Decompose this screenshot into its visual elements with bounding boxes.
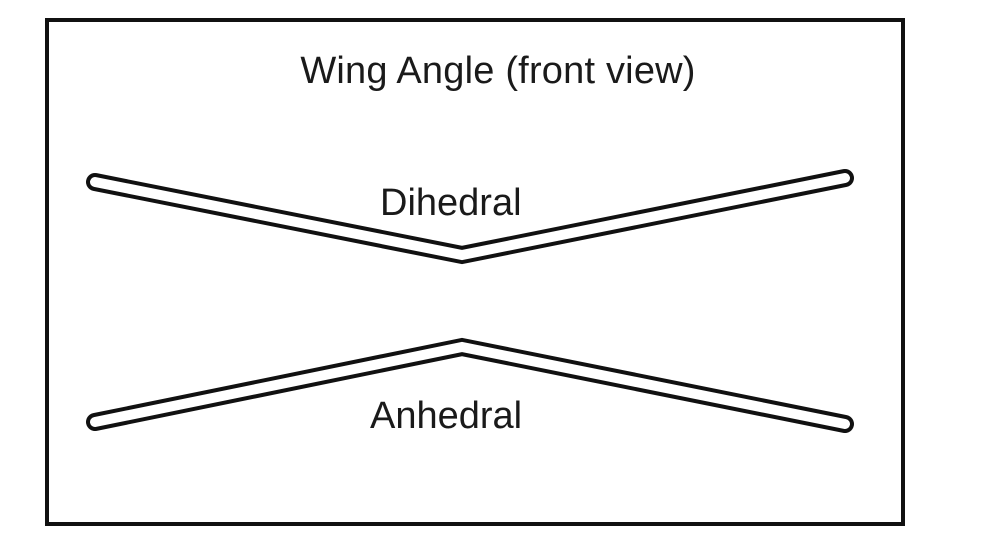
anhedral-wing-fill bbox=[90, 341, 850, 429]
anhedral-wing bbox=[86, 337, 854, 433]
diagram-title: Wing Angle (front view) bbox=[300, 50, 696, 92]
dihedral-wing-fill bbox=[90, 173, 850, 261]
dihedral-wing bbox=[86, 169, 854, 265]
dihedral-label: Dihedral bbox=[380, 182, 522, 224]
diagram-frame bbox=[45, 18, 905, 526]
anhedral-label: Anhedral bbox=[370, 395, 523, 437]
